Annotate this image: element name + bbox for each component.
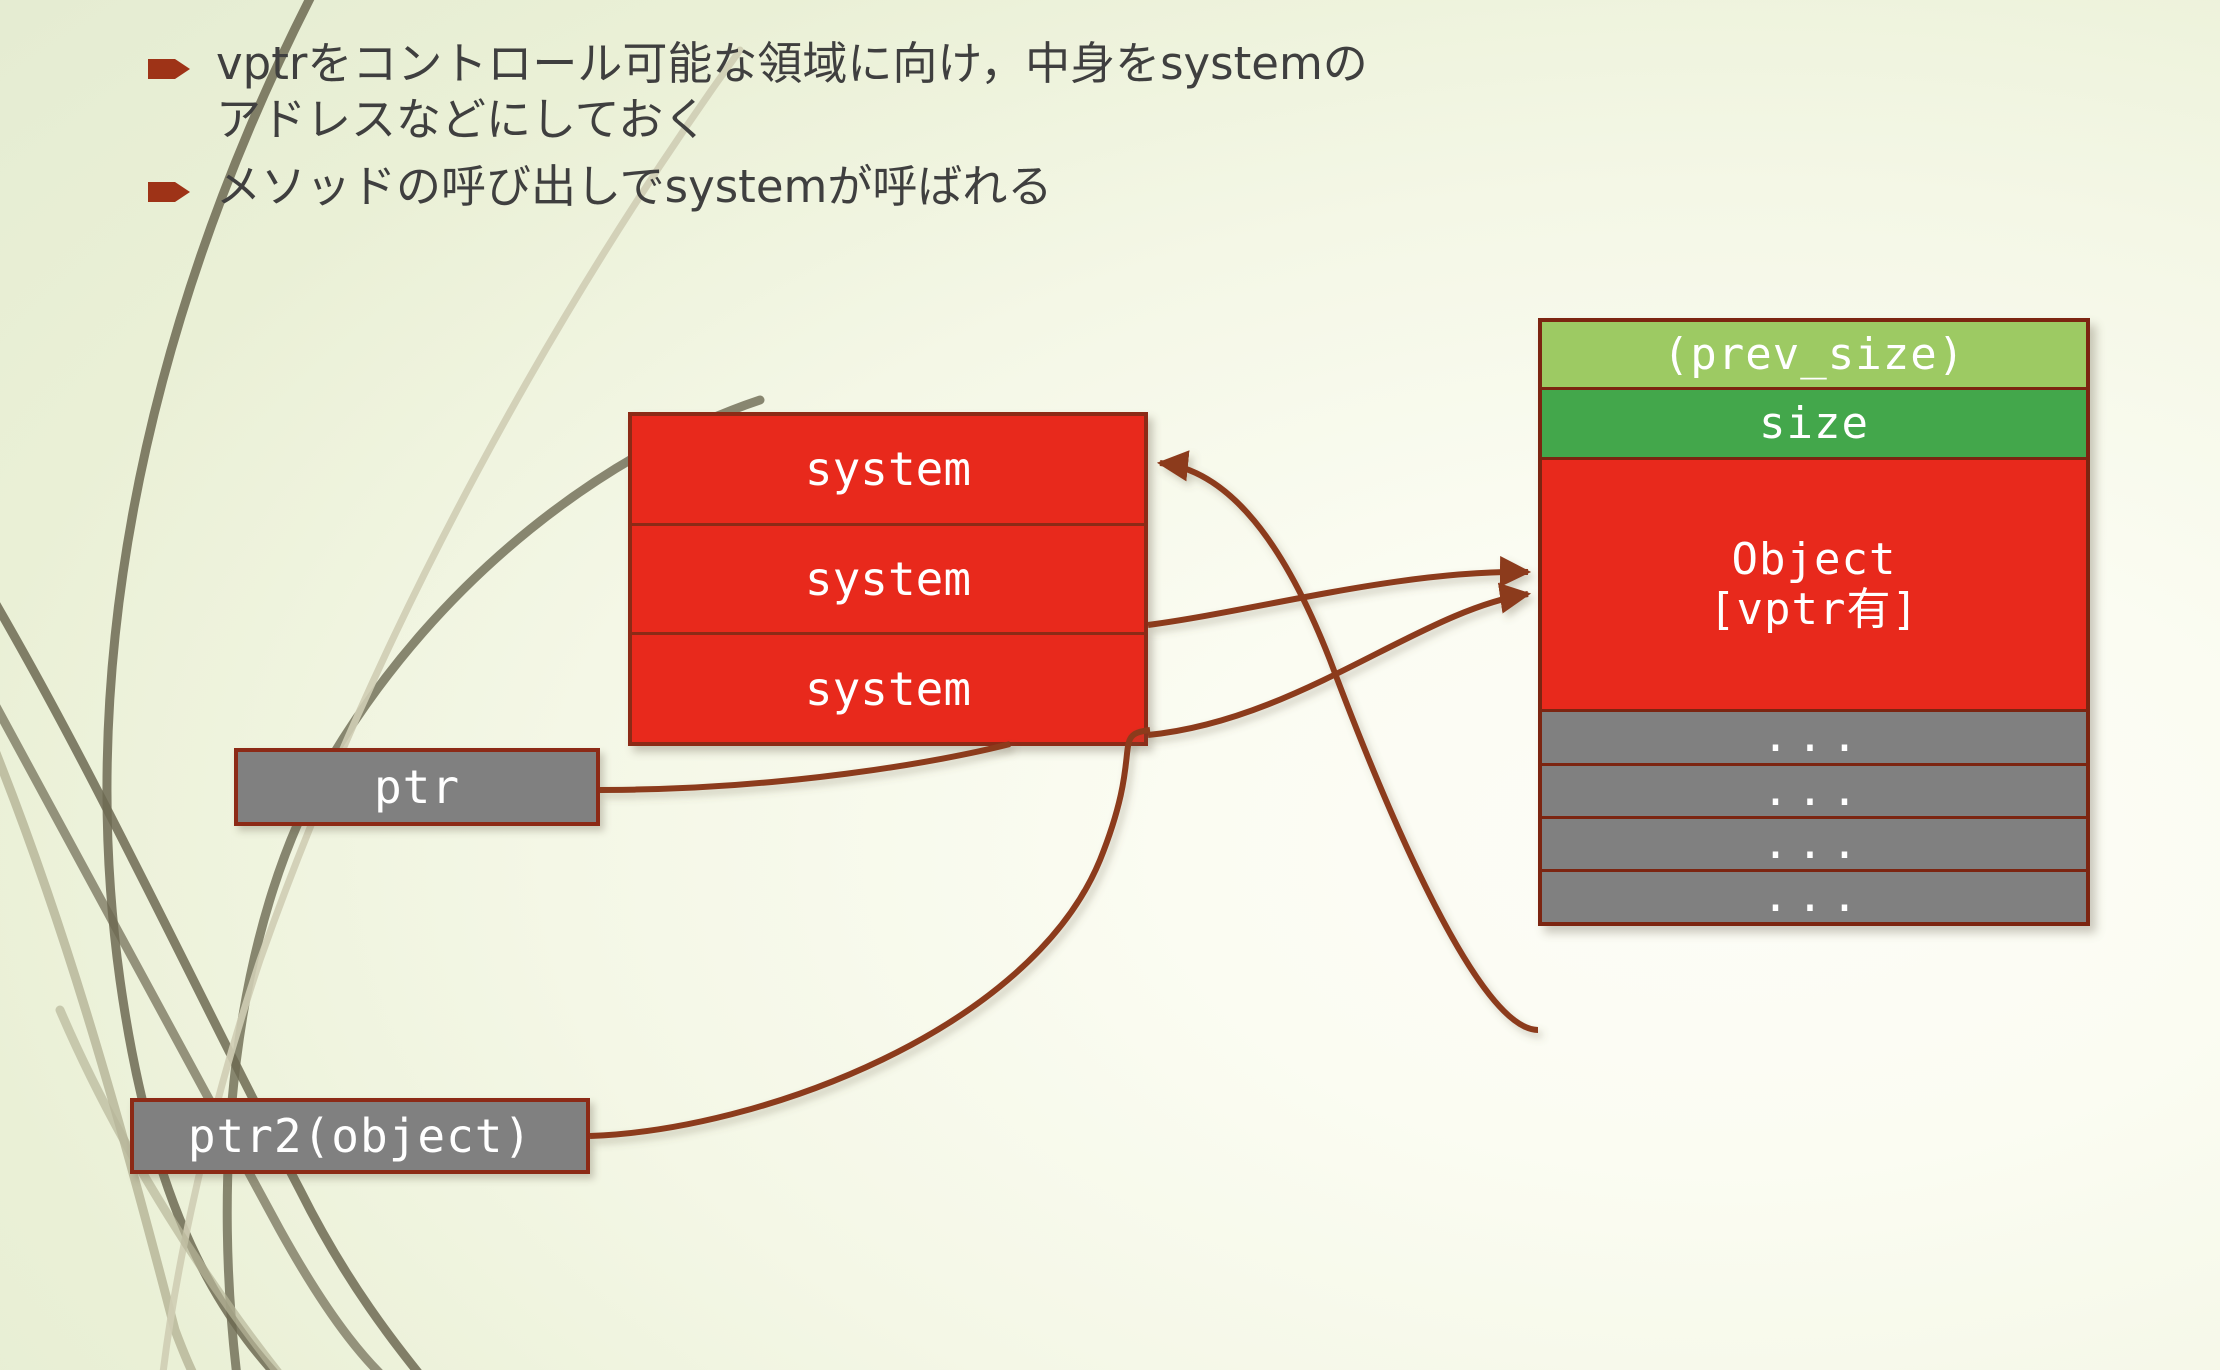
arrow-bullet-icon — [148, 181, 190, 202]
vtable-row-system-2: system — [632, 526, 1144, 636]
heap-row-size: size — [1542, 390, 2086, 461]
connector-ptr2-to-vtable — [589, 727, 1151, 1139]
heap-row-filler-1: ... — [1542, 712, 2086, 766]
connector-ptr-to-vtable — [599, 741, 1011, 793]
heap-chunk-table: (prev_size) size Object [vptr有] ... ... … — [1538, 318, 2090, 926]
vtable-row-system-1: system — [632, 416, 1144, 526]
connector-heap-to-vtable — [1156, 450, 1539, 1033]
connector-vtable-to-heap-upper — [1147, 555, 1532, 628]
heap-row-filler-3: ... — [1542, 818, 2086, 872]
heap-row-object: Object [vptr有] — [1542, 460, 2086, 713]
heap-row-filler-4: ... — [1542, 871, 2086, 922]
ptr2-object-box: ptr2(object) — [130, 1098, 590, 1174]
connector-vtable-to-heap-lower — [1147, 582, 1532, 738]
bullet-text: vptrをコントロール可能な領域に向け，中身をsystemの アドレスなどにして… — [216, 37, 1368, 147]
bullet-list: vptrをコントロール可能な領域に向け，中身をsystemの アドレスなどにして… — [148, 36, 1548, 225]
heap-row-filler-2: ... — [1542, 765, 2086, 819]
arrow-bullet-icon — [148, 59, 190, 79]
bullet-text: メソッドの呼び出しでsystemが呼ばれる — [216, 159, 1053, 213]
vtable-box: system system system — [628, 412, 1148, 746]
list-item: メソッドの呼び出しでsystemが呼ばれる — [148, 159, 1548, 215]
heap-row-prev-size: (prev_size) — [1542, 322, 2086, 391]
list-item: vptrをコントロール可能な領域に向け，中身をsystemの アドレスなどにして… — [148, 36, 1548, 149]
ptr-box: ptr — [234, 748, 600, 826]
vtable-row-system-3: system — [804, 661, 972, 716]
